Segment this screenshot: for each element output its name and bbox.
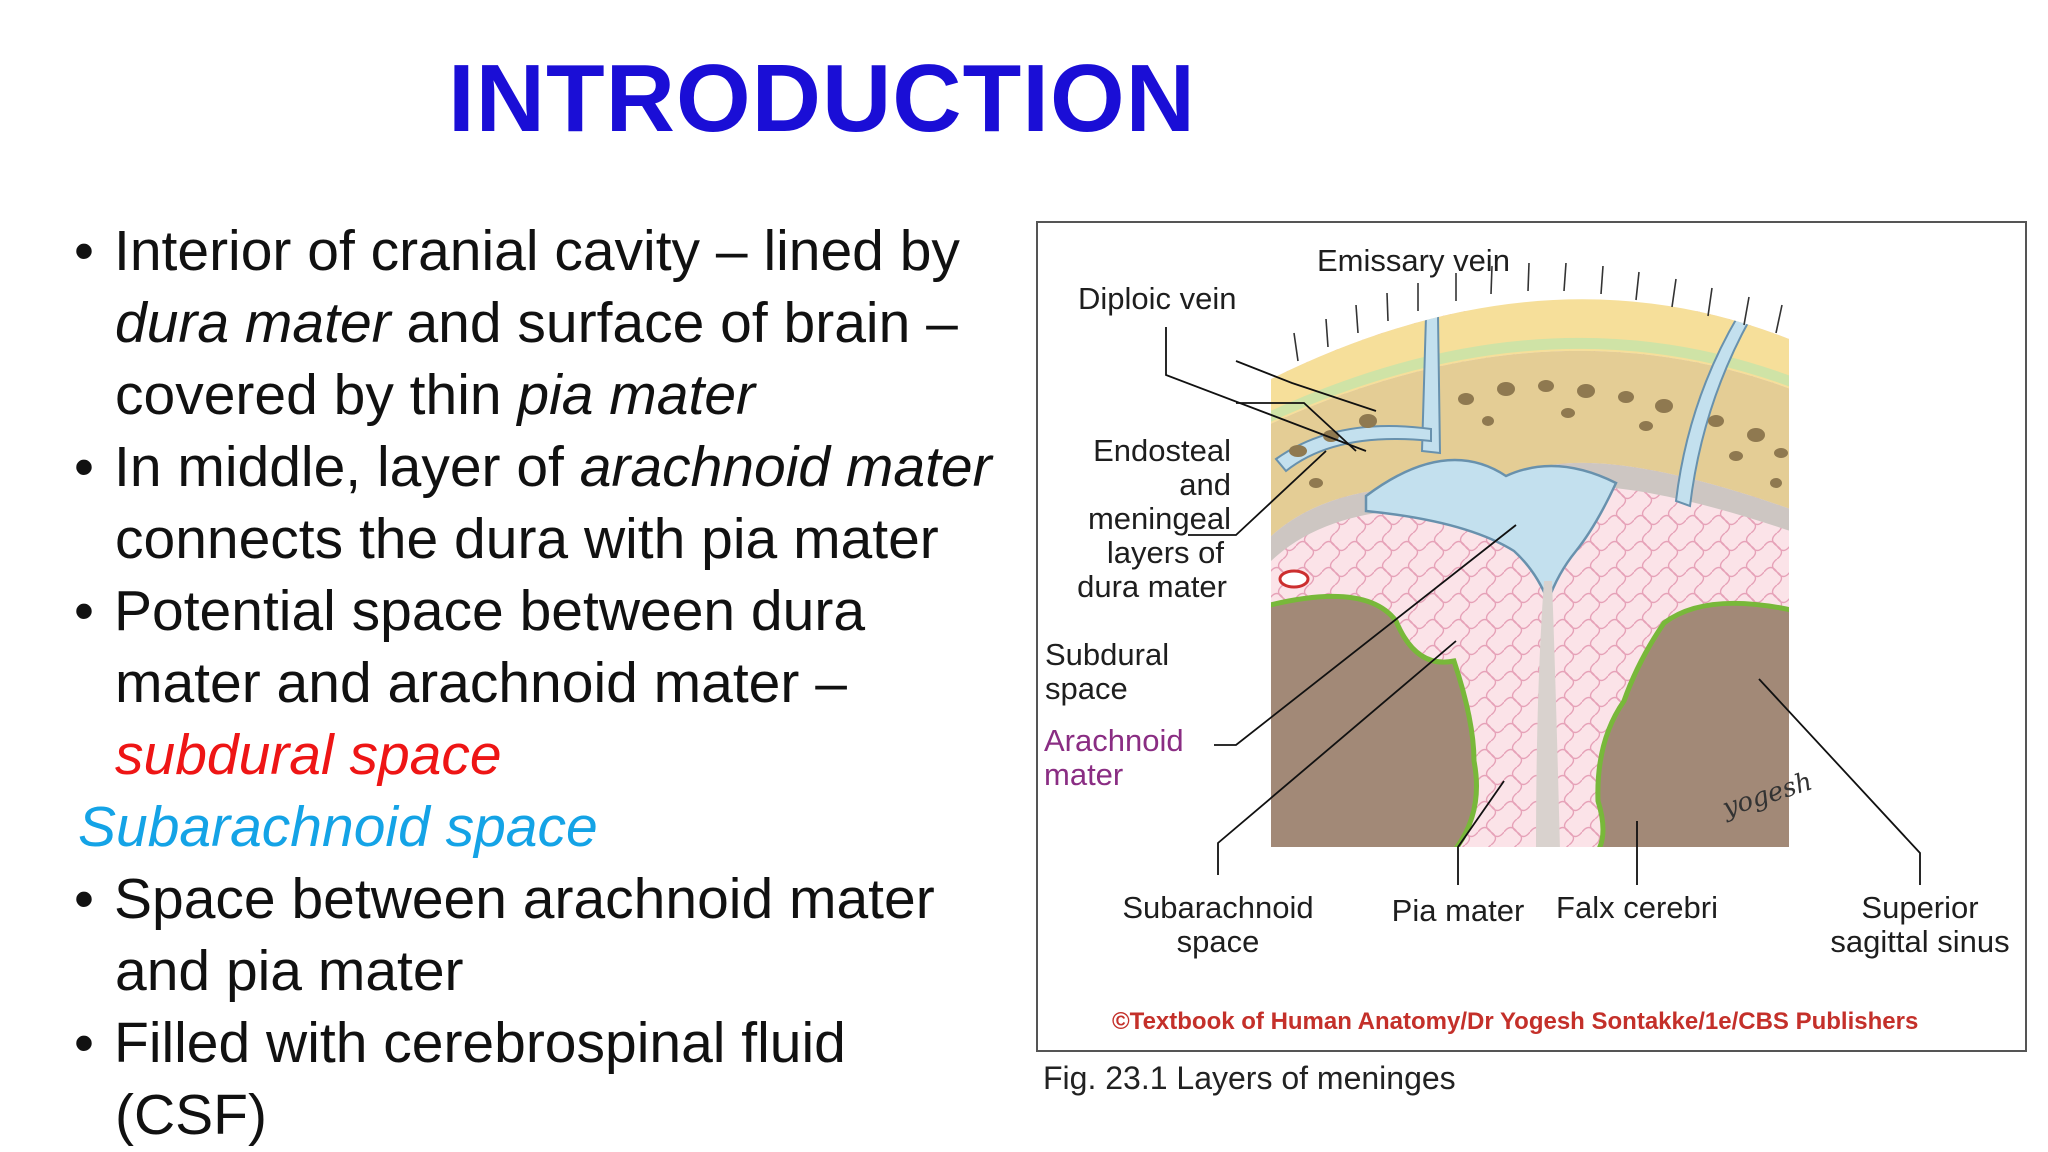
- bullet-4-line-2: and pia mater: [115, 939, 464, 1003]
- bullet-5-line-1: •Filled with cerebrospinal fluid: [74, 1008, 846, 1078]
- bullet-2-line-1: •In middle, layer of arachnoid mater: [74, 432, 992, 502]
- superior-sagittal-sinus: [1364, 458, 1618, 605]
- bullet-5-line-2: (CSF): [115, 1083, 267, 1147]
- falx-cerebri-shape: [1536, 581, 1560, 847]
- label-arachnoid-2: mater: [1044, 757, 1123, 792]
- label-superior-2: sagittal sinus: [1830, 924, 2009, 959]
- label-pia-mater: Pia mater: [1392, 893, 1525, 928]
- skull-layer: [1271, 350, 1789, 541]
- bullet-dot: •: [74, 219, 94, 283]
- leader-lines: [1165, 327, 1921, 885]
- bullet-dot: •: [74, 579, 94, 643]
- label-endosteal-1: Endosteal: [1093, 433, 1231, 468]
- label-endosteal-5: dura mater: [1077, 569, 1227, 604]
- bullet-1-line-3: covered by thin pia mater: [115, 363, 756, 427]
- bullet-1-line-2: dura mater and surface of brain –: [115, 291, 958, 355]
- diploe-spots: [1289, 380, 1788, 488]
- label-falx-cerebri: Falx cerebri: [1556, 890, 1718, 925]
- right-hemisphere: [1593, 600, 1789, 847]
- meninges-diagram: Emissary vein Diploic vein Endosteal and…: [1044, 243, 2010, 1035]
- bullet-dot: •: [74, 867, 94, 931]
- bullet-dot: •: [74, 435, 94, 499]
- bullet-3-line-2: mater and arachnoid mater –: [115, 651, 847, 715]
- label-subarachnoid-1: Subarachnoid: [1122, 890, 1313, 925]
- diagram-labels: Emissary vein Diploic vein Endosteal and…: [1044, 243, 2010, 959]
- diploic-vein-shape: [1274, 424, 1432, 473]
- label-superior-1: Superior: [1861, 890, 1978, 925]
- tissue-layers: [1271, 299, 1789, 847]
- scalp-hairs: [1293, 262, 1783, 362]
- label-endosteal-4: layers of: [1107, 535, 1225, 570]
- label-endosteal-2: and: [1179, 467, 1231, 502]
- label-subdural-2: space: [1045, 671, 1128, 706]
- bullet-list: •Interior of cranial cavity – lined by d…: [74, 216, 992, 1147]
- label-subdural-1: Subdural: [1045, 637, 1169, 672]
- bullet-dot: •: [74, 1011, 94, 1075]
- scalp-green-band: [1271, 337, 1789, 424]
- bullet-4-line-1: •Space between arachnoid mater: [74, 864, 935, 934]
- bullet-2-line-2: connects the dura with pia mater: [115, 507, 939, 571]
- label-endosteal-3: meningeal: [1088, 501, 1231, 536]
- bullet-1-line-1: •Interior of cranial cavity – lined by: [74, 216, 960, 286]
- label-emissary-vein: Emissary vein: [1317, 243, 1510, 278]
- subarachnoid-heading: Subarachnoid space: [78, 795, 598, 859]
- figure-caption: Fig. 23.1 Layers of meninges: [1043, 1060, 1456, 1096]
- vessel-section: [1278, 569, 1310, 589]
- figure-copyright: ©Textbook of Human Anatomy/Dr Yogesh Son…: [1112, 1008, 1918, 1035]
- label-arachnoid-1: Arachnoid: [1044, 723, 1184, 758]
- slide-title: INTRODUCTION: [448, 45, 1196, 152]
- left-hemisphere: [1271, 593, 1479, 847]
- label-diploic-vein: Diploic vein: [1078, 281, 1237, 316]
- label-subarachnoid-2: space: [1177, 924, 1260, 959]
- subdural-space-term: subdural space: [115, 723, 502, 787]
- bullet-3-line-1: •Potential space between dura: [74, 576, 865, 646]
